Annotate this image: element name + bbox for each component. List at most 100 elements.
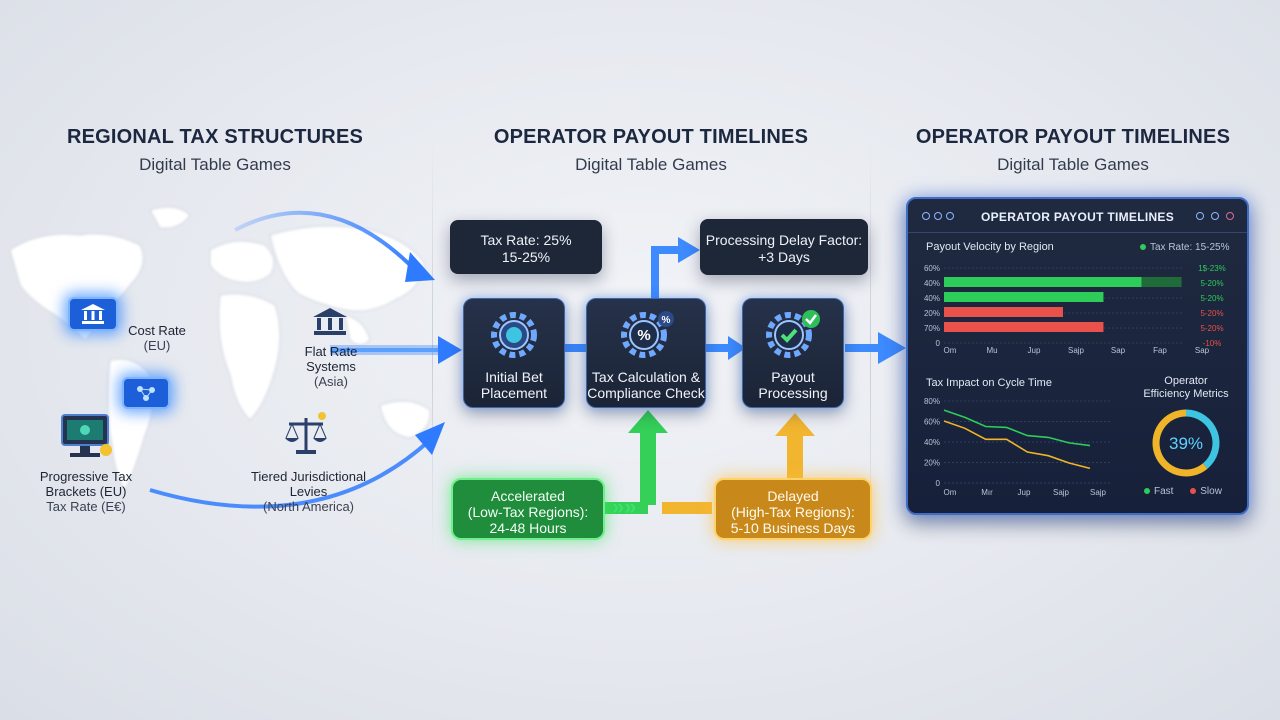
gauge-value: 39% xyxy=(1169,434,1203,453)
accelerated-line: 24-48 Hours xyxy=(489,520,567,536)
right-label: -10% xyxy=(1203,339,1222,348)
x-tick-label: Sajp xyxy=(1090,488,1107,497)
gauge-segment xyxy=(1185,409,1220,469)
x-tick-label: Sap xyxy=(1111,346,1126,355)
step-line: Processing xyxy=(758,385,828,401)
y-tick-label: 20% xyxy=(924,459,940,468)
efficiency-gauge: 39% xyxy=(1152,409,1220,477)
label-line: (EU) xyxy=(143,338,171,353)
label-line: Systems xyxy=(306,359,356,374)
step-label: Tax Calculation & Compliance Check xyxy=(587,369,705,401)
delayed-line: (High-Tax Regions): xyxy=(731,504,855,520)
chip-gear-icon xyxy=(491,312,537,358)
y-tick-label: 40% xyxy=(924,294,940,303)
step-initial-bet[interactable]: Initial Bet Placement xyxy=(463,298,565,408)
flat-rate-bank-icon xyxy=(313,308,347,335)
step-label: Payout Processing xyxy=(743,369,843,401)
x-tick-label: Mır xyxy=(981,488,993,497)
section-header-timelines: OPERATOR PAYOUT TIMELINES Digital Table … xyxy=(481,126,821,175)
y-tick-label: 80% xyxy=(924,397,940,406)
svg-text:%: % xyxy=(662,315,671,326)
step-line: Placement xyxy=(480,385,548,401)
dashboard-header: OPERATOR PAYOUT TIMELINES xyxy=(908,199,1247,233)
right-label: 5-20% xyxy=(1200,324,1223,333)
label-line: Tiered Jurisdictional xyxy=(250,469,367,484)
bar-ghost xyxy=(1141,277,1182,287)
section-subtitle: Digital Table Games xyxy=(997,155,1149,174)
settings-icon[interactable] xyxy=(1196,212,1204,220)
x-tick-label: Om xyxy=(944,488,957,497)
label-line: (Asia) xyxy=(314,374,348,389)
progressive-tax-label: Progressive Tax Brackets (EU) Tax Rate (… xyxy=(26,469,146,514)
series-line xyxy=(943,420,1091,470)
x-tick-label: Sap xyxy=(1195,346,1210,355)
step-line: Tax Calculation & xyxy=(591,369,701,385)
x-tick-label: Fap xyxy=(1153,346,1167,355)
percent-gear-icon: % % xyxy=(621,311,674,358)
delay-factor-value: +3 Days xyxy=(758,249,810,265)
flat-rate-label: Flat Rate Systems (Asia) xyxy=(286,344,376,389)
y-tick-label: 60% xyxy=(924,264,940,273)
gauge-legend: Fast Slow xyxy=(1144,486,1222,497)
velocity-chart-title: Payout Velocity by Region xyxy=(926,241,1054,253)
impact-chart-title: Tax Impact on Cycle Time xyxy=(926,377,1052,389)
y-tick-label: 70% xyxy=(924,324,940,333)
tax-rate-box: Tax Rate: 25% 15-25% xyxy=(450,220,602,274)
bar xyxy=(944,277,1142,287)
y-tick-label: 0 xyxy=(936,479,941,488)
bar xyxy=(944,307,1063,317)
x-tick-label: Jup xyxy=(1018,488,1031,497)
step-tax-calculation[interactable]: % % Tax Calculation & Compliance Check xyxy=(586,298,706,408)
label-line: Brackets (EU) xyxy=(45,484,127,499)
window-icon[interactable] xyxy=(934,212,942,220)
chevron-amber-icon: »» xyxy=(668,494,693,519)
section-title: OPERATOR PAYOUT TIMELINES xyxy=(493,126,809,148)
step-payout-processing[interactable]: Payout Processing xyxy=(742,298,844,408)
y-tick-label: 40% xyxy=(924,279,940,288)
gear-icon[interactable] xyxy=(1211,212,1219,220)
efficiency-title-line: Efficiency Metrics xyxy=(1143,388,1229,400)
y-tick-label: 20% xyxy=(924,309,940,318)
step-label: Initial Bet Placement xyxy=(464,369,564,401)
section-header-tax: REGIONAL TAX STRUCTURES Digital Table Ga… xyxy=(45,126,385,175)
world-map xyxy=(9,206,462,509)
label-line: Levies xyxy=(289,484,328,499)
bank-icon[interactable] xyxy=(68,297,118,331)
flow-arrows xyxy=(565,237,906,514)
right-label: 5-20% xyxy=(1200,309,1223,318)
label-line: Progressive Tax xyxy=(39,469,133,484)
profile-icon[interactable] xyxy=(1226,212,1234,220)
menu-icon[interactable] xyxy=(946,212,954,220)
section-subtitle: Digital Table Games xyxy=(139,155,291,174)
network-icon[interactable] xyxy=(122,377,170,409)
accelerated-line: (Low-Tax Regions): xyxy=(467,504,589,520)
x-tick-label: Om xyxy=(944,346,957,355)
y-tick-label: 60% xyxy=(924,418,940,427)
accelerated-box: Accelerated (Low-Tax Regions): 24-48 Hou… xyxy=(451,478,605,540)
x-tick-label: Sajp xyxy=(1053,488,1070,497)
legend-text: Tax Rate: 15-25% xyxy=(1150,242,1230,253)
scales-icon xyxy=(285,412,327,454)
svg-text:%: % xyxy=(637,327,650,344)
check-gear-icon xyxy=(766,310,820,358)
efficiency-title: Operator Efficiency Metrics xyxy=(1126,375,1246,401)
accelerated-line: Accelerated xyxy=(491,488,565,504)
legend-slow: Slow xyxy=(1200,486,1222,497)
cost-rate-label: Cost Rate (EU) xyxy=(112,323,202,353)
label-line: (North America) xyxy=(262,499,355,514)
delay-factor-label: Processing Delay Factor: xyxy=(705,232,863,248)
chevron-green-icon: »» xyxy=(612,494,637,519)
velocity-legend: Tax Rate: 15-25% xyxy=(1140,242,1230,253)
delayed-box: Delayed (High-Tax Regions): 5-10 Busines… xyxy=(714,478,872,540)
bar xyxy=(944,292,1104,302)
delayed-line: 5-10 Business Days xyxy=(730,520,856,536)
label-line: Tax Rate (E€) xyxy=(46,499,126,514)
right-label: 5-20% xyxy=(1200,279,1223,288)
delay-factor-box: Processing Delay Factor: +3 Days xyxy=(700,219,868,275)
series-line xyxy=(943,409,1091,447)
bar xyxy=(944,322,1104,332)
home-icon[interactable] xyxy=(922,212,930,220)
x-tick-label: Jup xyxy=(1028,346,1041,355)
efficiency-title-line: Operator xyxy=(1164,375,1208,387)
legend-dot xyxy=(1144,488,1150,495)
